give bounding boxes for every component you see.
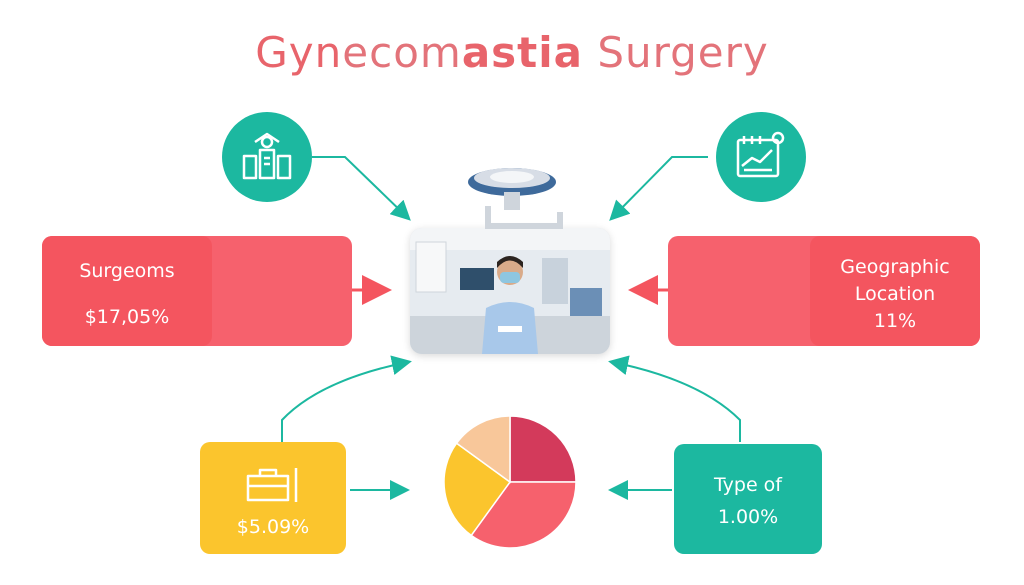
arrow-bottom-left-up	[281, 355, 412, 442]
arrow-top-right	[609, 156, 708, 221]
type-value: 1.00%	[717, 506, 779, 528]
type-label: Type of	[714, 474, 782, 496]
cost-value: $5.09%	[236, 516, 310, 538]
surgeons-label: Surgeoms	[79, 260, 175, 282]
page-title: Gynecomastia Surgery	[0, 28, 1024, 77]
pie-slice-1	[470, 481, 577, 549]
surgeon-photo	[410, 228, 610, 354]
pie-slice-2	[443, 442, 512, 537]
arrow-top-left	[312, 156, 411, 221]
surgeons-card: Surgeoms $17,05%	[42, 236, 352, 346]
geographic-card-inner: Geographic Location 11%	[810, 236, 980, 346]
geographic-label-line1: Geographic	[840, 256, 950, 278]
pie-slice-0	[509, 415, 577, 483]
pie-chart	[443, 415, 577, 549]
geographic-label-line2: Location	[854, 283, 936, 305]
geographic-location-card: Geographic Location 11%	[668, 236, 980, 346]
arrow-bottom-right-up	[608, 355, 741, 442]
type-card: Type of 1.00%	[674, 444, 822, 554]
pie-slice-3	[455, 415, 511, 484]
briefcase-icon	[246, 468, 298, 502]
title-part-4: Surgery	[582, 28, 769, 77]
surgeons-card-inner: Surgeoms $17,05%	[42, 236, 212, 346]
hospital-team-icon	[222, 112, 312, 202]
title-part-2: ecom	[342, 28, 462, 77]
title-part-1: Gyn	[255, 28, 343, 77]
surgeons-value: $17,05%	[84, 306, 170, 328]
geographic-value: 11%	[873, 310, 917, 332]
growth-chart-icon	[716, 112, 806, 202]
title-part-3: astia	[461, 28, 583, 77]
cost-card: $5.09%	[200, 442, 346, 554]
